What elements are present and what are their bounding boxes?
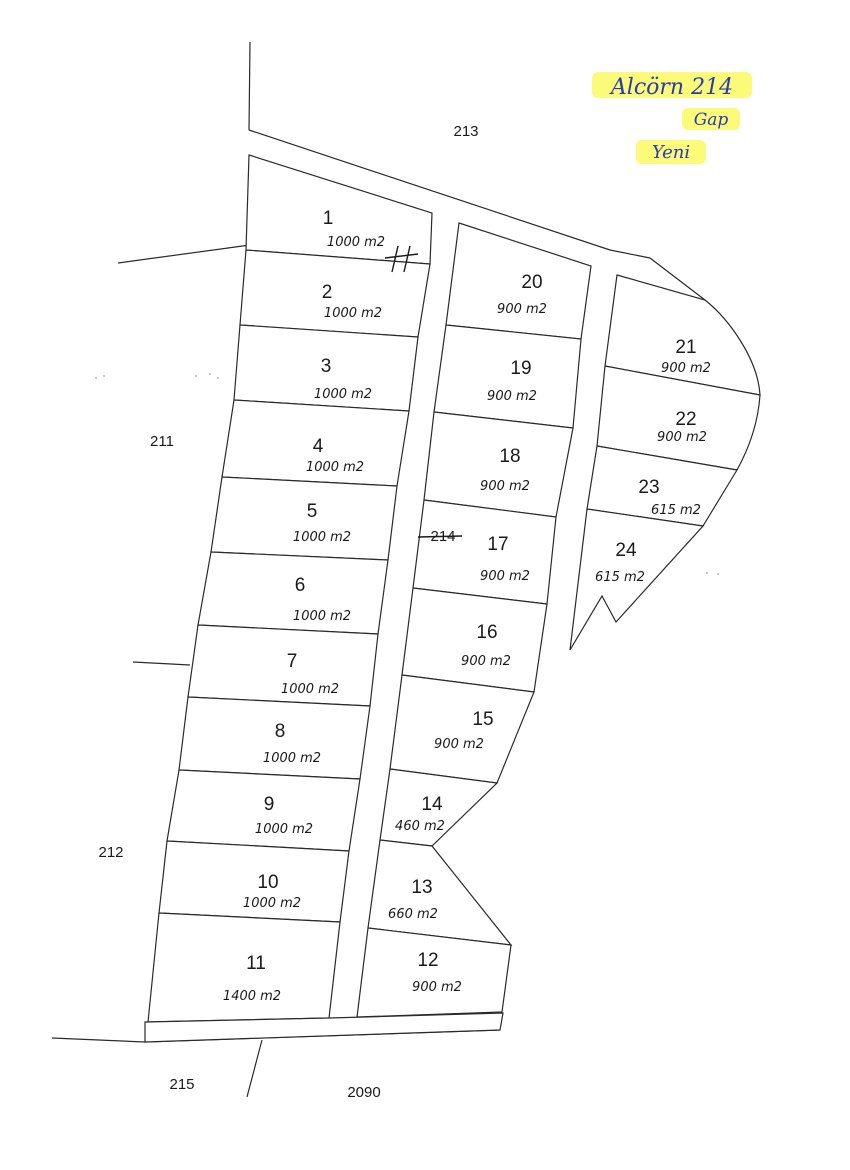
lot-labels: 1 1000 m2 2 1000 m2 3 1000 m2 4 1000 m2 … (223, 208, 711, 1004)
lot-13[interactable] (367, 839, 513, 946)
lot-6-area: 1000 m2 (293, 609, 351, 624)
lot-22-area: 900 m2 (657, 430, 707, 445)
scan-specks (95, 373, 719, 575)
lot-24[interactable] (569, 508, 705, 651)
lot-7-number: 7 (287, 651, 298, 672)
highlight-2 (682, 108, 740, 130)
lot-8-number: 8 (275, 721, 286, 742)
lot-16-number: 16 (476, 622, 497, 643)
lot-5-number: 5 (307, 501, 318, 522)
lot-24-area: 615 m2 (595, 570, 645, 585)
middle-block (356, 222, 592, 1018)
lot-12[interactable] (356, 927, 512, 1018)
lot-11-number: 11 (246, 953, 266, 974)
lot-5-area: 1000 m2 (293, 530, 351, 545)
lot-6-number: 6 (295, 575, 306, 596)
left-block (144, 154, 504, 1043)
lot-13-area: 660 m2 (388, 907, 438, 922)
parcel-labels: 213 211 212 215 2090 214 (98, 123, 478, 1101)
lot-11[interactable] (147, 912, 341, 1023)
lot-20-area: 900 m2 (497, 302, 547, 317)
lot-16-area: 900 m2 (461, 654, 511, 669)
lot-3-number: 3 (321, 356, 332, 377)
lot-10-number: 10 (257, 872, 278, 893)
lot-1-area: 1000 m2 (327, 235, 385, 250)
highlight-3 (636, 140, 706, 164)
lot-22-number: 22 (675, 409, 696, 430)
lot-17-area: 900 m2 (480, 569, 530, 584)
lot-15-number: 15 (472, 709, 493, 730)
lot-19-area: 900 m2 (487, 389, 537, 404)
parcel-213: 213 (453, 123, 478, 140)
note-line-3: Yeni (652, 142, 690, 163)
lot-3-area: 1000 m2 (314, 387, 372, 402)
lot-18-number: 18 (499, 446, 520, 467)
lot-20[interactable] (445, 222, 592, 340)
lot-17[interactable] (412, 499, 557, 605)
note-line-1: Alcörn 214 (609, 75, 733, 100)
lot-21-area: 900 m2 (661, 361, 711, 376)
lot-5[interactable] (210, 476, 398, 561)
highlighted-note: Alcörn 214 Gap Yeni (592, 72, 752, 164)
road-strip-bottom (144, 1012, 504, 1043)
lot-17-number: 17 (487, 534, 508, 555)
lot-15[interactable] (389, 674, 535, 784)
lot-16[interactable] (401, 587, 548, 693)
lot-23-number: 23 (638, 477, 659, 498)
lot-14-area: 460 m2 (395, 819, 445, 834)
lot-20-number: 20 (521, 272, 542, 293)
lot-11-area: 1400 m2 (223, 989, 281, 1004)
note-line-2: Gap (694, 110, 729, 130)
lot-1-number: 1 (323, 208, 334, 229)
hand-mark (384, 245, 419, 273)
lot-2-area: 1000 m2 (324, 306, 382, 321)
lot-7-area: 1000 m2 (281, 682, 339, 697)
lot-10-area: 1000 m2 (243, 896, 301, 911)
lot-8-area: 1000 m2 (263, 751, 321, 766)
lot-19[interactable] (433, 324, 582, 429)
parcel-2090: 2090 (347, 1084, 380, 1101)
lot-4-number: 4 (313, 436, 324, 457)
lot-14-number: 14 (421, 794, 443, 815)
parcel-215: 215 (169, 1076, 194, 1093)
lot-2-number: 2 (322, 282, 333, 303)
lot-15-area: 900 m2 (434, 737, 484, 752)
lot-23-area: 615 m2 (651, 503, 701, 518)
lot-13-number: 13 (411, 877, 432, 898)
lot-24-number: 24 (615, 540, 637, 561)
highlight-1 (592, 72, 752, 98)
lot-12-area: 900 m2 (412, 980, 462, 995)
lot-9-number: 9 (264, 794, 275, 815)
parcel-212: 212 (98, 844, 123, 861)
lot-12-number: 12 (417, 950, 438, 971)
parcel-211: 211 (150, 433, 174, 450)
right-block (569, 274, 761, 651)
lot-4-area: 1000 m2 (306, 460, 364, 475)
lot-2[interactable] (239, 249, 431, 338)
lot-18-area: 900 m2 (480, 479, 530, 494)
lot-9-area: 1000 m2 (255, 822, 313, 837)
lot-19-number: 19 (510, 358, 531, 379)
lot-21-number: 21 (675, 337, 696, 358)
